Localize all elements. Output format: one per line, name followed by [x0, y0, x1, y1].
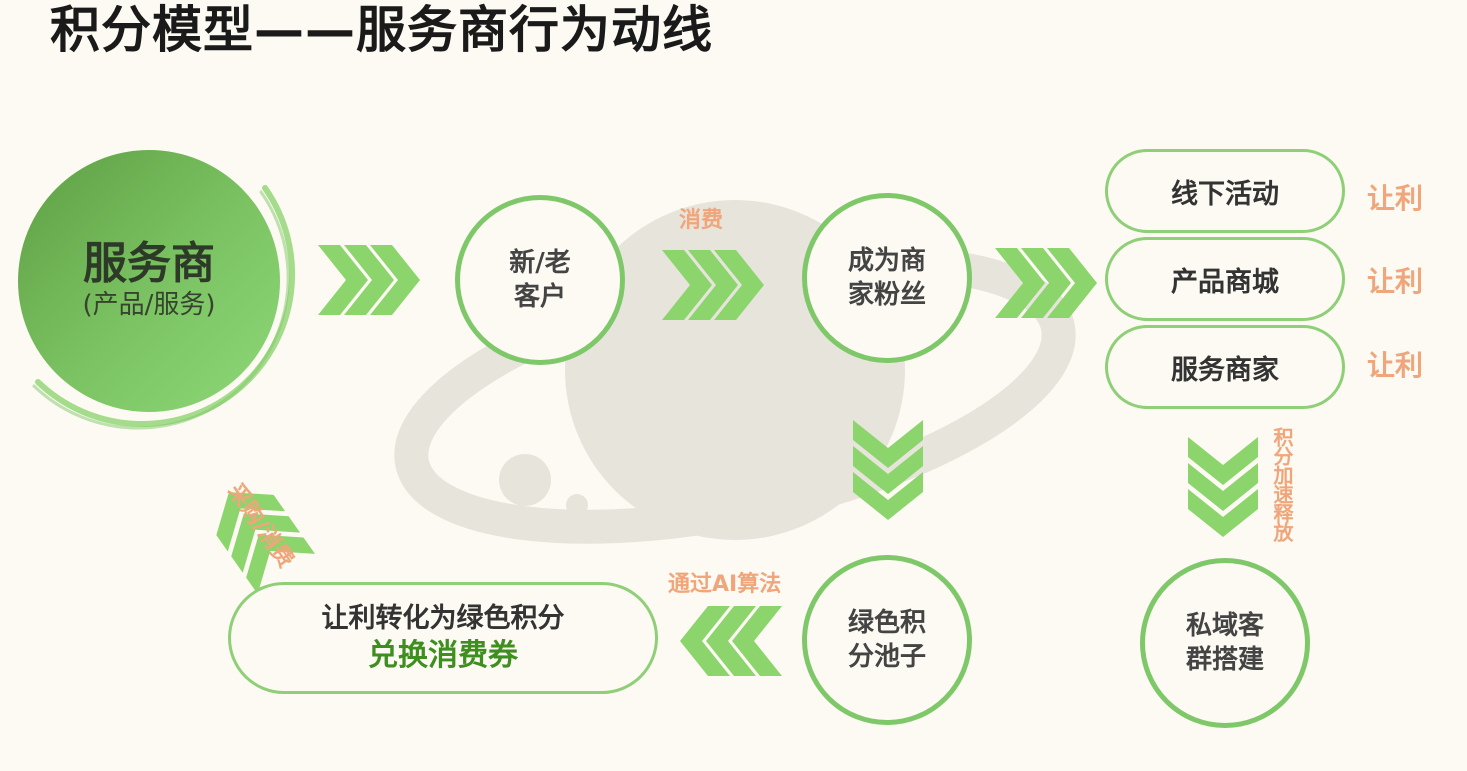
arrow-provider-to-customer: [318, 245, 420, 315]
customer-line-2: 客户: [513, 282, 566, 312]
provider-name: 服务商: [83, 238, 215, 289]
fans-line-1: 成为商: [847, 246, 926, 276]
result-line-2: 兑换消费券: [368, 638, 518, 673]
arrow-pool-to-result: [680, 606, 782, 676]
fans-line-2: 家粉丝: [847, 280, 926, 310]
provider-node: 服务商 (产品/服务): [18, 150, 280, 412]
pool-line-2: 分池子: [847, 642, 926, 672]
option-label: 产品商城: [1171, 266, 1279, 298]
option-product-mall: 产品商城: [1105, 237, 1345, 321]
option-tag: 让利: [1367, 182, 1424, 215]
label-consume: 消费: [679, 208, 724, 233]
private-line-2: 群搭建: [1185, 645, 1264, 675]
page-title: 积分模型——服务商行为动线: [50, 1, 713, 59]
option-label: 线下活动: [1171, 178, 1279, 210]
private-line-1: 私域客: [1185, 611, 1264, 641]
result-line-1: 让利转化为绿色积分: [321, 603, 565, 634]
customer-line-1: 新/老: [509, 248, 571, 278]
option-tag: 让利: [1367, 265, 1424, 298]
option-offline-activity: 线下活动: [1105, 149, 1345, 233]
label-accelerate: 积分加速释放: [1270, 427, 1294, 541]
option-tag: 让利: [1367, 349, 1424, 382]
pool-node: 绿色积 分池子: [802, 555, 972, 725]
fans-node: 成为商 家粉丝: [802, 193, 972, 363]
result-node: 让利转化为绿色积分 兑换消费券: [228, 582, 658, 694]
arrow-result-to-provider: [216, 492, 315, 595]
option-service-merchant: 服务商家: [1105, 325, 1345, 409]
customer-node: 新/老 客户: [455, 195, 625, 365]
option-label: 服务商家: [1171, 354, 1279, 386]
arrow-options-to-private: [1188, 437, 1258, 537]
pool-line-1: 绿色积: [847, 608, 926, 638]
private-node: 私域客 群搭建: [1140, 558, 1310, 728]
label-ai: 通过AI算法: [668, 572, 782, 597]
provider-sub: (产品/服务): [82, 290, 216, 320]
